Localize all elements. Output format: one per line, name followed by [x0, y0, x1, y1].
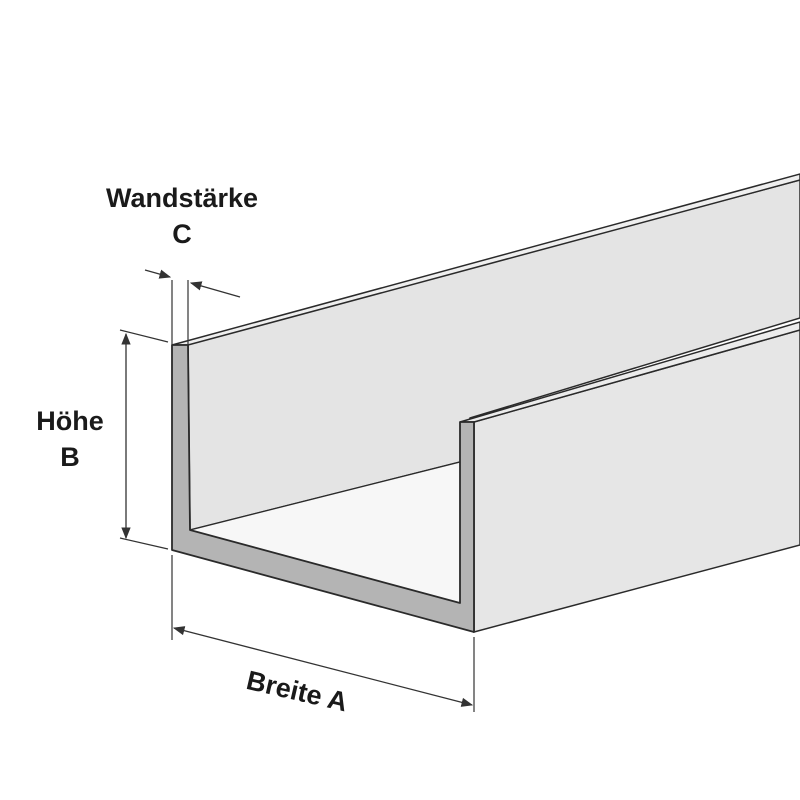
width-dimension-line [172, 626, 474, 707]
height-extension-top [119, 329, 169, 343]
thickness-arrow-right [189, 281, 241, 298]
width-label: Breite A [244, 665, 351, 717]
u-cross-section [171, 344, 475, 633]
height-label-letter: B [60, 442, 80, 472]
thickness-label-letter: C [172, 219, 192, 249]
height-label-word: Höhe [36, 406, 104, 436]
floor-inner-edge [189, 461, 461, 531]
thickness-arrow-left [144, 269, 172, 279]
height-extension-bottom [119, 537, 169, 550]
channel-floor [190, 462, 460, 605]
thickness-label-word: Wandstärke [106, 183, 258, 213]
